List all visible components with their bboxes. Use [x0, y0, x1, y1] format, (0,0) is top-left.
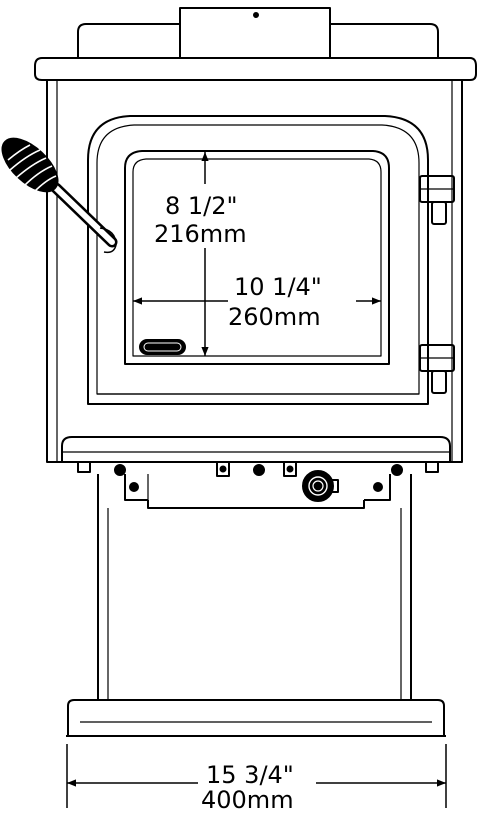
base-plate	[66, 699, 446, 737]
glass-height-metric-label: 216mm	[154, 220, 247, 248]
stove-body	[46, 80, 463, 463]
door-handle	[1, 137, 118, 254]
glass-width-imperial-label: 10 1/4"	[234, 273, 322, 301]
overall-width-metric-label: 400mm	[201, 786, 294, 812]
door-badge	[139, 339, 186, 355]
stove-door	[87, 115, 429, 405]
brackets	[216, 461, 297, 477]
glass-window	[124, 150, 390, 365]
feet	[77, 461, 439, 473]
door-hinge-lower	[419, 344, 455, 394]
bolts	[114, 464, 403, 476]
glass-height-imperial-label: 8 1/2"	[165, 192, 238, 220]
air-control-knob	[302, 470, 334, 502]
dimension-overall-width	[66, 744, 447, 808]
glass-width-metric-label: 260mm	[228, 303, 321, 331]
pedestal	[97, 474, 412, 700]
top-plate	[34, 23, 477, 81]
overall-width-imperial-label: 15 3/4"	[206, 761, 294, 789]
air-control-rail	[124, 474, 391, 509]
flue-collar	[179, 7, 331, 58]
ash-lip	[61, 436, 451, 462]
door-hinge-upper	[419, 175, 455, 225]
